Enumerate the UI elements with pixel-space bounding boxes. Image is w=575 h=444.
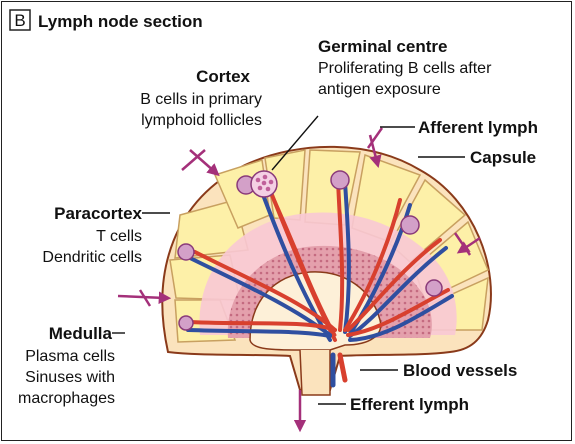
label-medulla: Medulla Plasma cells Sinuses with macrop…	[18, 324, 115, 407]
germinal-centre-line-1: Proliferating B cells after	[318, 60, 492, 77]
label-paracortex: Paracortex T cells Dendritic cells	[42, 204, 142, 266]
efferent-vessel	[300, 350, 330, 395]
paracortex-line-2: Dendritic cells	[42, 249, 142, 266]
medulla-line-2: Sinuses with	[25, 369, 115, 386]
medulla-title: Medulla	[49, 324, 113, 343]
label-cortex: Cortex B cells in primary lymphoid folli…	[140, 67, 262, 129]
medulla-line-3: macrophages	[18, 390, 115, 407]
label-germinal-centre: Germinal centre Proliferating B cells af…	[318, 37, 492, 98]
label-blood-vessels: Blood vessels	[403, 361, 517, 380]
germinal-centre-title: Germinal centre	[318, 37, 447, 56]
medulla-line-1: Plasma cells	[25, 348, 115, 365]
panel-title: Lymph node section	[38, 12, 203, 31]
cortex-line-1: B cells in primary	[140, 91, 262, 108]
paracortex-line-1: T cells	[96, 228, 142, 245]
label-efferent-lymph: Efferent lymph	[350, 395, 469, 414]
cortex-title: Cortex	[196, 67, 250, 86]
cortex-line-2: lymphoid follicles	[141, 112, 262, 129]
paracortex-title: Paracortex	[54, 204, 142, 223]
panel-letter: B	[14, 11, 25, 30]
label-capsule: Capsule	[470, 148, 536, 167]
label-afferent-lymph: Afferent lymph	[418, 118, 538, 137]
germinal-centre-line-2: antigen exposure	[318, 81, 441, 98]
